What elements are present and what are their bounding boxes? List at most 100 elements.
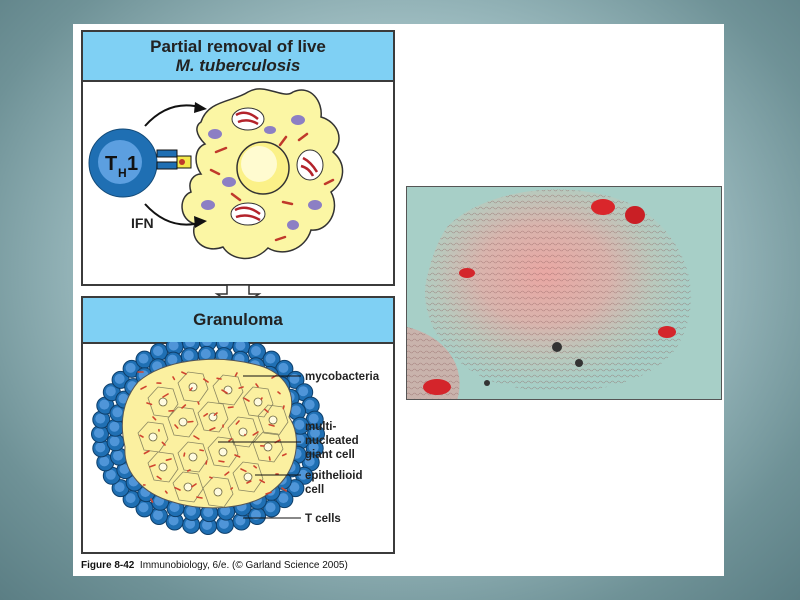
mycobacterium	[143, 450, 150, 455]
granuloma-micrograph	[406, 186, 722, 400]
th1-label-sub: H	[118, 166, 127, 180]
mycobacterium	[230, 487, 234, 490]
t-cell-nucleus	[118, 393, 129, 404]
mycobacterium	[227, 406, 234, 409]
t-cell-nucleus	[99, 399, 110, 410]
mycobacterium	[228, 438, 233, 442]
mycobacterium	[281, 453, 287, 457]
label-mycobacteria: mycobacteria	[305, 371, 380, 383]
top-panel-title-line2: M. tuberculosis	[175, 56, 301, 75]
mycobacterium	[181, 371, 187, 375]
mycobacteria-scatter	[137, 371, 287, 503]
mycobacterium	[213, 412, 218, 416]
mycobacterium	[196, 496, 203, 499]
epithelioid-cell	[147, 451, 179, 483]
t-cell-nucleus	[298, 386, 309, 397]
t-cell-nucleus	[114, 482, 125, 493]
t-cell-nucleus	[278, 362, 289, 373]
vesicle	[208, 129, 222, 139]
cell-nucleus	[188, 452, 198, 462]
mycobacterium	[243, 397, 250, 402]
epithelioid-cell	[212, 374, 244, 406]
t-cell-nucleus	[235, 342, 246, 351]
caption-figure-number: Figure 8-42	[81, 560, 135, 571]
cell-nucleus	[263, 442, 273, 452]
mycobacterium	[162, 393, 169, 398]
cell-nucleus	[148, 432, 158, 442]
epithelioid-cell	[232, 461, 264, 493]
mycobacterium	[268, 423, 275, 427]
mycobacterium	[281, 487, 287, 492]
mycobacterium	[252, 431, 259, 436]
mycobacterium	[268, 456, 271, 461]
t-cell-nucleus	[168, 515, 179, 526]
mycobacterium	[197, 401, 200, 405]
epithelioid-cell	[207, 436, 239, 468]
blood-vessel	[591, 199, 615, 215]
t-cell-nucleus	[112, 407, 123, 418]
mycobacterium	[203, 413, 209, 417]
t-cell-nucleus	[99, 456, 110, 467]
cell-nucleus	[213, 487, 223, 497]
top-panel-title-line1: Partial removal of live	[150, 37, 326, 56]
cell-nucleus	[178, 417, 188, 427]
vesicle	[291, 115, 305, 125]
mycobacterium	[174, 486, 181, 491]
caption-source: Immunobiology, 6/e. (© Garland Science 2…	[139, 560, 348, 571]
epithelioid-cell	[137, 421, 169, 453]
vesicle	[222, 177, 236, 187]
t-cell-nucleus	[308, 413, 319, 424]
t-cell-nucleus	[291, 405, 301, 416]
ifn-label: IFN	[131, 215, 154, 231]
t-cell-nucleus	[169, 502, 180, 513]
dark-inclusion	[575, 359, 583, 367]
t-cell-nucleus	[304, 456, 315, 467]
epithelioid-cell	[227, 416, 259, 448]
top-panel-header: Partial removal of live M. tuberculosis	[83, 32, 393, 82]
t-cell-nucleus	[289, 482, 300, 493]
t-cell-nucleus	[218, 342, 229, 348]
vesicle	[287, 220, 299, 230]
arrowhead-bottom	[194, 216, 207, 228]
bottom-panel-header: Granuloma	[83, 298, 393, 344]
mycobacterium	[234, 372, 238, 377]
mycobacterium	[246, 480, 252, 484]
t-cell-nucleus	[310, 428, 320, 438]
mycobacterium	[187, 420, 194, 423]
mycobacterium	[221, 389, 228, 394]
t-cell-nucleus	[114, 373, 125, 384]
label-epithelioid-2: cell	[305, 484, 324, 496]
blood-vessel	[625, 206, 645, 224]
tcr-upper	[156, 149, 178, 158]
mycobacterium	[152, 416, 157, 421]
label-epithelioid-1: epithelioid	[305, 470, 363, 482]
epithelioid-cells	[137, 371, 289, 508]
epithelioid-cell	[257, 404, 289, 436]
mycobacterium	[156, 475, 162, 480]
t-cell-nucleus	[298, 469, 309, 480]
mycobacterium	[265, 491, 272, 495]
epithelioid-cell	[202, 476, 234, 508]
t-cell-nucleus	[289, 373, 300, 384]
t-cell-nucleus	[125, 493, 136, 504]
t-cell-nucleus	[95, 413, 106, 424]
t-cell-nucleus	[138, 353, 149, 364]
t-cell-nucleus	[119, 464, 130, 475]
t-cell-nucleus	[105, 469, 116, 480]
t-cell-nucleus	[278, 493, 289, 504]
cell-nucleus	[158, 397, 168, 407]
granuloma-diagram: mycobacteria multi- nucleated giant cell…	[91, 342, 380, 535]
nucleus-highlight	[241, 146, 277, 182]
mycobacterium	[187, 469, 191, 472]
t-cell-nucleus	[203, 507, 214, 518]
t-cell-nucleus	[304, 399, 315, 410]
t-cell-nucleus	[167, 354, 178, 365]
mycobacterium	[161, 441, 166, 446]
t-cell-nucleus	[105, 386, 116, 397]
cell-nucleus	[183, 482, 193, 492]
t-cell-nucleus	[153, 346, 163, 356]
mycobacterium	[216, 377, 222, 380]
micrograph-image	[407, 187, 721, 399]
vesicle	[201, 200, 215, 210]
